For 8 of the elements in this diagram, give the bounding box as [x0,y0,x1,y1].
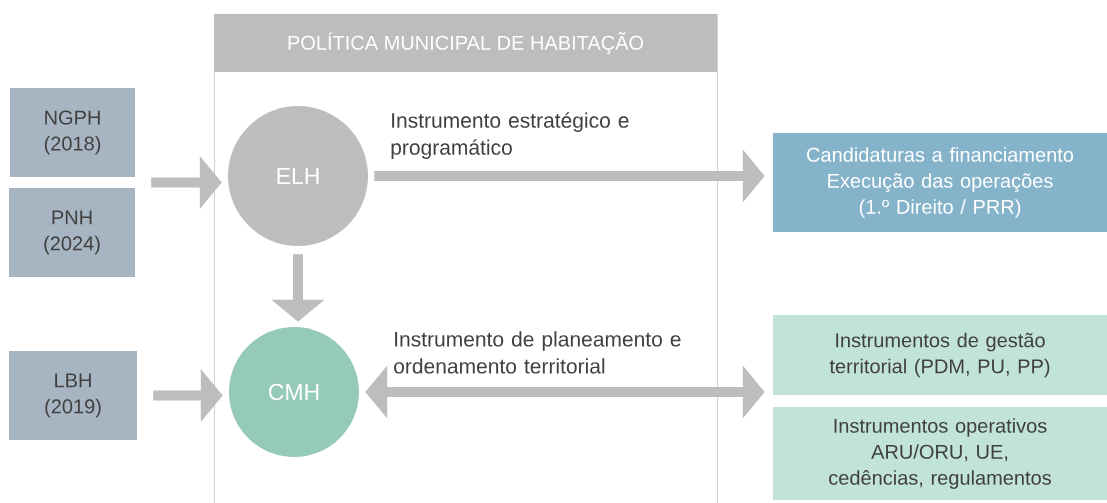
edge-label: Instrumento estratégico e programático [391,112,629,159]
reference-box: PNH (2024) [9,188,135,277]
outcome-box: Instrumentos operativos ARU/ORU, UE, cedências, regulamentos [773,407,1107,500]
reference-box: NGPH (2018) [10,88,135,177]
edge-label: Instrumento de planeamento e ordenamento territorial [394,331,681,374]
reference-box: LBH (2019) [9,351,137,440]
outcome-box: Instrumentos de gestão territorial (PDM, PU, PP) [773,315,1107,395]
outcome-box: Candidaturas a financiamento Execução das operações (1.º Direito / PRR) [773,133,1107,232]
